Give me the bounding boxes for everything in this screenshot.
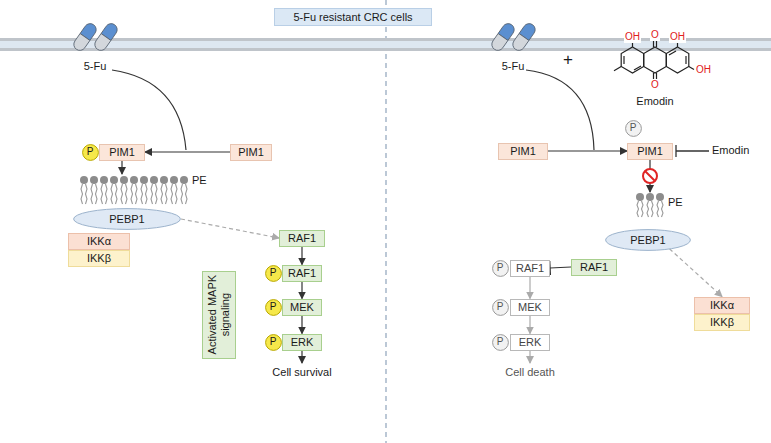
node-text: RAF1 <box>580 261 608 274</box>
inhibition-connector <box>550 267 571 268</box>
drug-label: 5-Fu <box>84 60 107 73</box>
arrow-connector <box>181 219 279 238</box>
protein-ellipse: PEBP1 <box>605 229 691 251</box>
panel-divider <box>385 0 386 443</box>
protein-box: IKKα <box>68 233 130 250</box>
atom-label: OH <box>695 64 712 76</box>
protein-box: MEK <box>510 299 550 316</box>
node-text: RAF1 <box>288 232 316 245</box>
phospho-circle: P <box>265 265 282 282</box>
node-text: P <box>270 301 277 313</box>
protein-box: PIM1 <box>498 143 548 160</box>
protein-ellipse: PEBP1 <box>73 208 181 230</box>
lipid-head <box>80 176 664 201</box>
protein-box: IKKβ <box>68 250 130 267</box>
node-text: P <box>497 301 504 313</box>
arrow-connector <box>301 316 302 334</box>
compound-label: Emodin <box>636 95 673 108</box>
atom-label: OH <box>624 31 641 43</box>
node-text: IKKα <box>87 235 111 248</box>
phospho-circle: P <box>492 299 509 316</box>
blocked-sign <box>643 169 657 183</box>
pathway-arrow <box>121 161 122 174</box>
pathway-band: Activated MAPK signaling <box>202 271 236 359</box>
protein-box: IKKβ <box>694 314 750 331</box>
phospho-circle: P <box>82 144 99 161</box>
protein-box: ERK <box>282 334 322 351</box>
node-text: RAF1 <box>288 267 316 280</box>
protein-box: RAF1 <box>279 230 325 247</box>
title-box: 5-Fu resistant CRC cells <box>274 8 432 26</box>
phospho-circle: P <box>492 334 509 351</box>
drug-label: 5-Fu <box>502 60 525 73</box>
protein-box: RAF1 <box>282 265 322 282</box>
node-text: PIM1 <box>238 146 264 159</box>
node-text: P <box>270 267 277 279</box>
phospho-circle: P <box>625 120 642 137</box>
arrow-connector <box>301 282 302 299</box>
protein-box: MEK <box>282 299 322 316</box>
arrow-connector <box>529 277 530 299</box>
phospho-circle: P <box>492 260 509 277</box>
atom-label: OH <box>669 31 686 43</box>
arrow-connector <box>301 247 302 265</box>
node-text: IKKα <box>710 299 734 312</box>
phospho-circle: P <box>265 299 282 316</box>
node-text: IKKβ <box>710 316 734 329</box>
node-text: P <box>270 336 277 348</box>
protein-box: PIM1 <box>627 143 673 160</box>
arrow-connector <box>670 249 723 297</box>
lipid-label: PE <box>668 196 683 209</box>
pathway-arrow <box>529 351 530 363</box>
node-text: ERK <box>291 336 314 349</box>
outcome-label: Cell death <box>505 366 555 379</box>
node-text: IKKβ <box>87 252 111 265</box>
node-text: PEBP1 <box>109 213 144 226</box>
arrow-connector <box>548 150 627 151</box>
drug-arrow <box>526 70 594 150</box>
protein-box: IKKα <box>694 297 750 314</box>
node-text: P <box>497 262 504 274</box>
node-text: P <box>497 336 504 348</box>
node-text: P <box>630 122 637 134</box>
drug-arrow <box>112 70 186 150</box>
node-text: MEK <box>518 301 542 314</box>
inhibition-bar <box>676 145 709 157</box>
emodin-structure <box>614 41 694 79</box>
arrow-connector <box>145 151 230 152</box>
protein-box: PIM1 <box>99 144 145 161</box>
protein-box: ERK <box>510 334 550 351</box>
node-text: MEK <box>290 301 314 314</box>
node-text: PIM1 <box>510 145 536 158</box>
compound-label: Emodin <box>712 144 749 157</box>
protein-box: RAF1 <box>510 260 550 277</box>
node-text: RAF1 <box>516 262 544 275</box>
node-text: ERK <box>519 336 542 349</box>
node-text: 5-Fu resistant CRC cells <box>293 11 412 24</box>
arrow-connector <box>529 316 530 334</box>
protein-box: RAF1 <box>571 259 617 276</box>
node-text: PIM1 <box>109 146 135 159</box>
node-text: Activated MAPK signaling <box>206 275 231 355</box>
node-text: PIM1 <box>637 145 663 158</box>
protein-box: PIM1 <box>230 144 272 161</box>
atom-label: O <box>650 29 660 41</box>
outcome-label: Cell survival <box>272 366 331 379</box>
phospho-circle: P <box>265 334 282 351</box>
pathway-arrow <box>301 351 302 363</box>
node-text: PEBP1 <box>630 234 665 247</box>
atom-label: O <box>650 79 660 91</box>
plus-sign: + <box>563 50 573 70</box>
lipid-label: PE <box>192 174 207 187</box>
node-text: P <box>87 146 94 158</box>
